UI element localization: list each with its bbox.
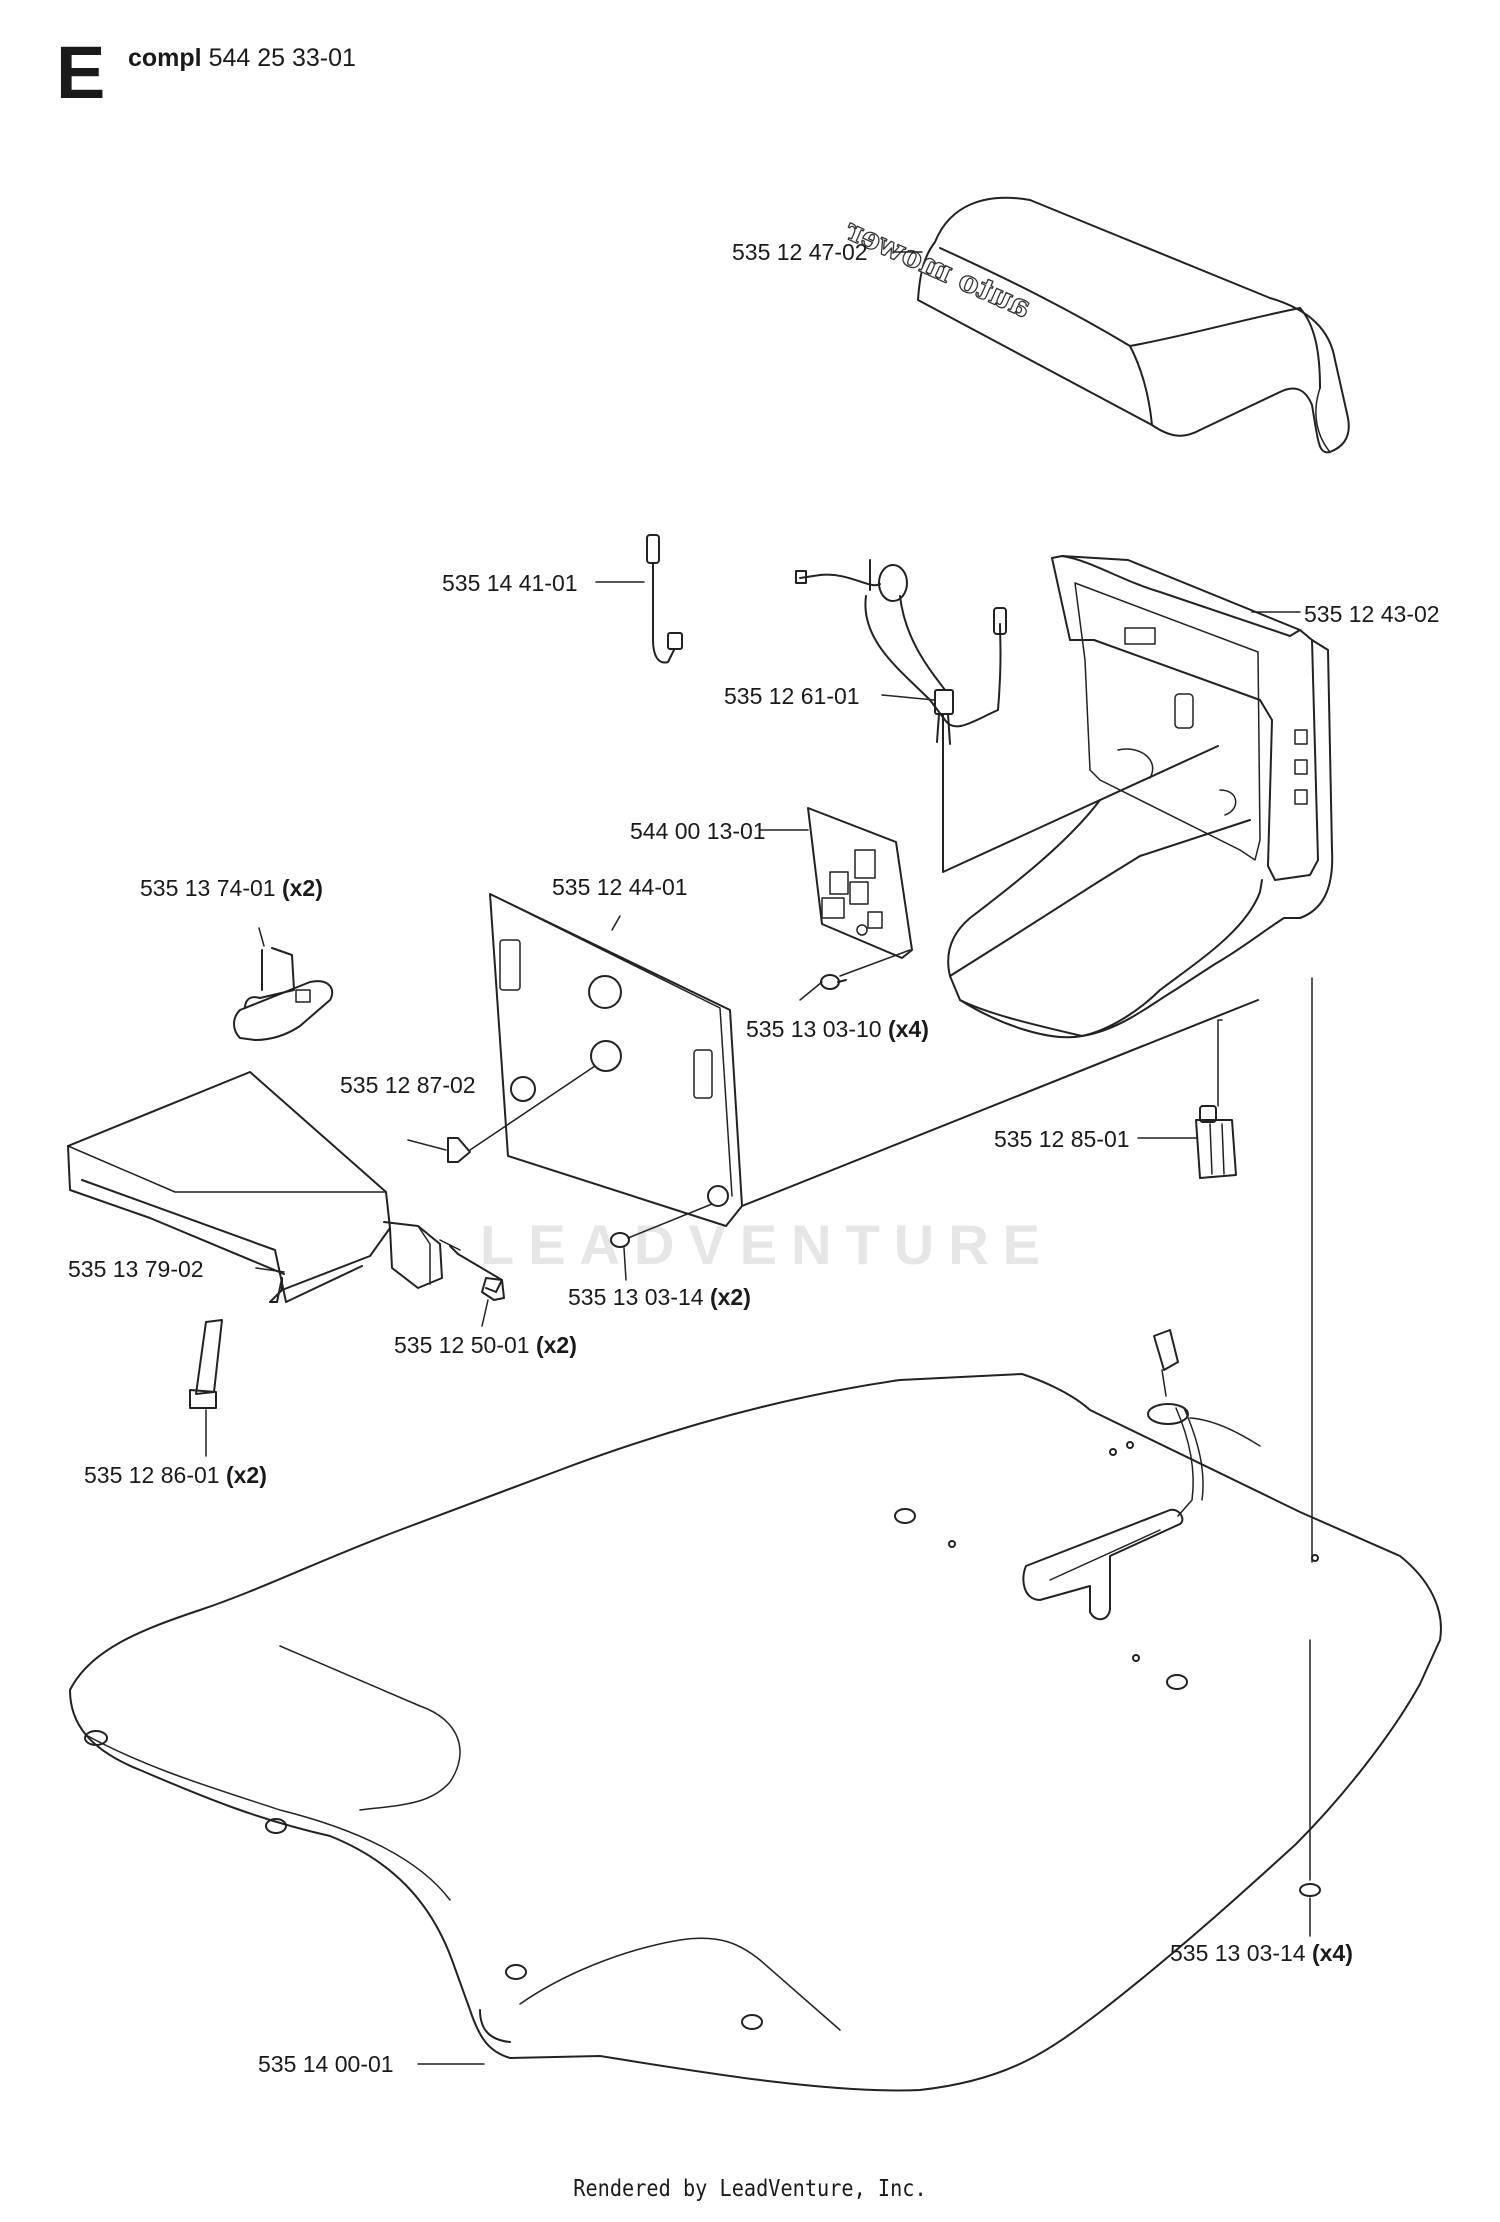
screw-base-part [1299, 977, 1321, 1897]
top-cover-part: auto mower [839, 196, 1350, 454]
part-label-screw-plate[interactable]: 535 13 03-14 (x2) [568, 1284, 751, 1310]
clip-part [233, 947, 334, 1041]
part-label-screw-base[interactable]: 535 13 03-14 (x4) [1170, 1940, 1353, 1966]
part-label-base-plate[interactable]: 535 14 00-01 [258, 2051, 394, 2077]
strip-part [189, 1319, 223, 1409]
cable-harness-part [795, 559, 1219, 873]
leader-lines [205, 251, 1311, 2065]
part-label-pin[interactable]: 535 12 87-02 [340, 1072, 476, 1098]
screw-board-part [820, 949, 911, 990]
circuit-board-part [807, 807, 913, 959]
connector-part [1195, 1019, 1237, 1179]
part-label-screw-board[interactable]: 535 13 03-10 (x4) [746, 1016, 929, 1042]
footer-credit: Rendered by LeadVenture, Inc. [573, 2176, 927, 2202]
logo-text: auto mower [840, 212, 1036, 325]
part-label-front-cover[interactable]: 535 13 79-02 [68, 1256, 204, 1282]
part-label-cable-harness[interactable]: 535 12 61-01 [724, 683, 860, 709]
back-plate-part [489, 893, 1259, 1227]
part-label-spacer[interactable]: 535 12 50-01 (x2) [394, 1332, 577, 1358]
spacer-part [439, 1239, 505, 1301]
part-label-housing[interactable]: 535 12 43-02 [1304, 601, 1440, 627]
part-label-back-plate[interactable]: 535 12 44-01 [552, 874, 688, 900]
section-letter: E [56, 31, 106, 114]
watermark: LEADVENTURE [480, 1213, 1055, 1276]
part-label-strip[interactable]: 535 12 86-01 (x2) [84, 1462, 267, 1488]
part-label-top-cover[interactable]: 535 12 47-02 [732, 239, 868, 265]
cable-small-part [646, 534, 683, 664]
part-label-cable-small[interactable]: 535 14 41-01 [442, 570, 578, 596]
housing-part [947, 555, 1334, 1039]
assembly-number: compl 544 25 33-01 [128, 44, 356, 72]
front-cover-part [67, 1071, 443, 1303]
screw-plate-part [610, 1203, 713, 1248]
part-label-clip[interactable]: 535 13 74-01 (x2) [140, 875, 323, 901]
part-label-connector[interactable]: 535 12 85-01 [994, 1126, 1130, 1152]
part-label-circuit-board[interactable]: 544 00 13-01 [630, 818, 766, 844]
base-plate-part [69, 1329, 1442, 2092]
pin-part [447, 1065, 596, 1163]
